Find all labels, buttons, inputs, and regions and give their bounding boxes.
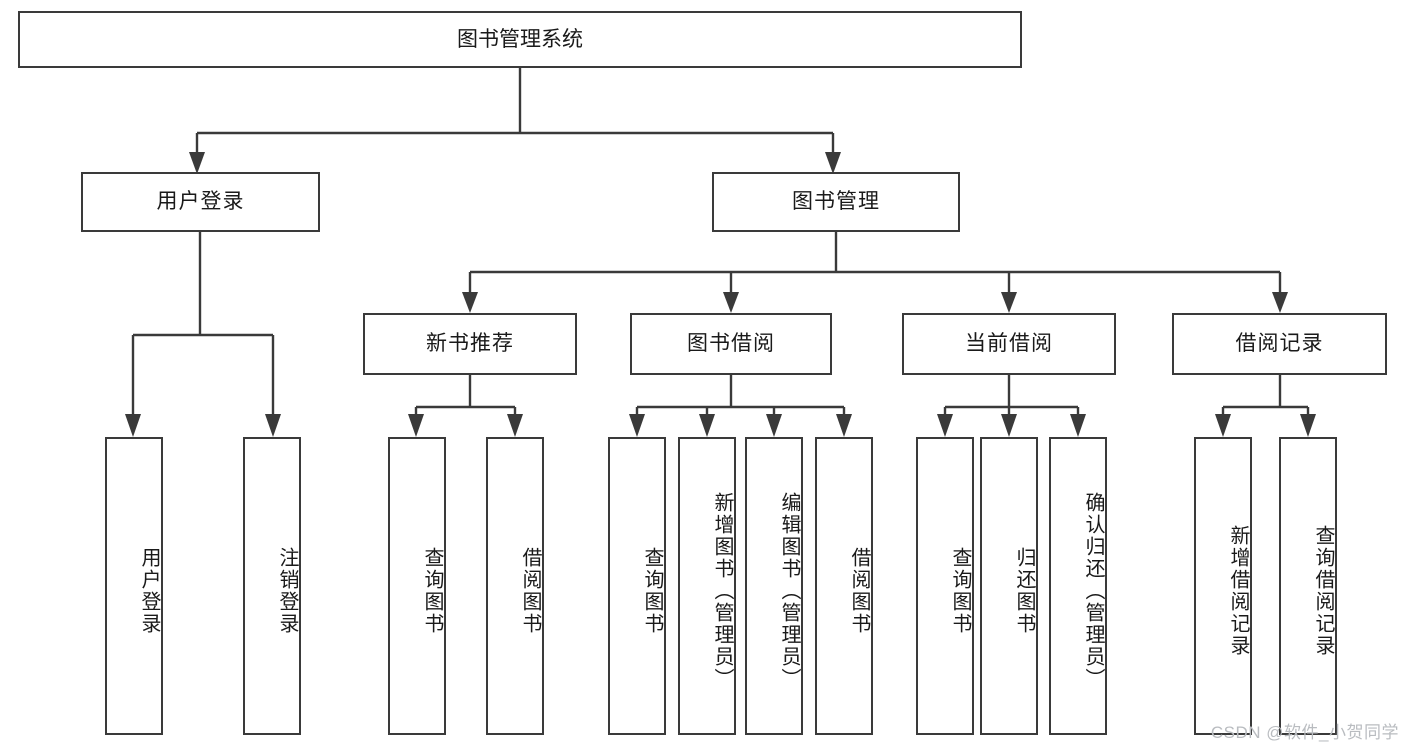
- node-user-login[interactable]: 用户登录: [81, 172, 320, 232]
- node-book-borrow[interactable]: 图书借阅: [630, 313, 832, 375]
- node-leaf-return-book[interactable]: 归还图书: [980, 437, 1038, 735]
- node-leaf-query-book-1[interactable]: 查询图书: [388, 437, 446, 735]
- node-leaf-return-book-label: 归还图书: [1013, 547, 1035, 635]
- node-leaf-add-book[interactable]: 新增图书（管理员）: [678, 437, 736, 735]
- node-root-label: 图书管理系统: [457, 27, 583, 51]
- node-borrow-record[interactable]: 借阅记录: [1172, 313, 1387, 375]
- node-leaf-query-record[interactable]: 查询借阅记录: [1279, 437, 1337, 735]
- node-current-borrow[interactable]: 当前借阅: [902, 313, 1116, 375]
- node-book-manage-label: 图书管理: [792, 190, 880, 214]
- node-book-borrow-label: 图书借阅: [687, 332, 775, 356]
- node-new-book-recommend[interactable]: 新书推荐: [363, 313, 577, 375]
- node-leaf-query-book-3[interactable]: 查询图书: [916, 437, 974, 735]
- node-leaf-query-book-2-label: 查询图书: [641, 547, 663, 635]
- node-leaf-borrow-book-1[interactable]: 借阅图书: [486, 437, 544, 735]
- node-leaf-borrow-book-2-label: 借阅图书: [848, 547, 870, 635]
- csdn-watermark: CSDN @软件_小贺同学: [1210, 723, 1399, 742]
- node-leaf-confirm-return[interactable]: 确认归还（管理员）: [1049, 437, 1107, 735]
- node-leaf-query-book-2[interactable]: 查询图书: [608, 437, 666, 735]
- node-borrow-record-label: 借阅记录: [1235, 332, 1324, 356]
- node-leaf-user-login-label: 用户登录: [138, 547, 160, 635]
- node-leaf-user-logout[interactable]: 注销登录: [243, 437, 301, 735]
- node-leaf-confirm-return-label: 确认归还（管理员）: [1082, 492, 1104, 690]
- node-current-borrow-label: 当前借阅: [965, 332, 1053, 356]
- node-leaf-add-record-label: 新增借阅记录: [1227, 525, 1249, 657]
- node-leaf-edit-book[interactable]: 编辑图书（管理员）: [745, 437, 803, 735]
- node-leaf-query-book-1-label: 查询图书: [421, 547, 443, 635]
- node-root[interactable]: 图书管理系统: [18, 11, 1022, 68]
- node-leaf-query-record-label: 查询借阅记录: [1312, 525, 1334, 657]
- node-leaf-add-book-label: 新增图书（管理员）: [711, 492, 733, 690]
- node-leaf-query-book-3-label: 查询图书: [949, 547, 971, 635]
- node-leaf-borrow-book-1-label: 借阅图书: [519, 547, 541, 635]
- node-leaf-borrow-book-2[interactable]: 借阅图书: [815, 437, 873, 735]
- node-new-book-recommend-label: 新书推荐: [426, 332, 514, 356]
- node-book-manage[interactable]: 图书管理: [712, 172, 960, 232]
- node-leaf-user-logout-label: 注销登录: [276, 547, 298, 635]
- node-user-login-label: 用户登录: [156, 190, 245, 214]
- node-leaf-edit-book-label: 编辑图书（管理员）: [778, 492, 800, 690]
- node-leaf-user-login[interactable]: 用户登录: [105, 437, 163, 735]
- node-leaf-add-record[interactable]: 新增借阅记录: [1194, 437, 1252, 735]
